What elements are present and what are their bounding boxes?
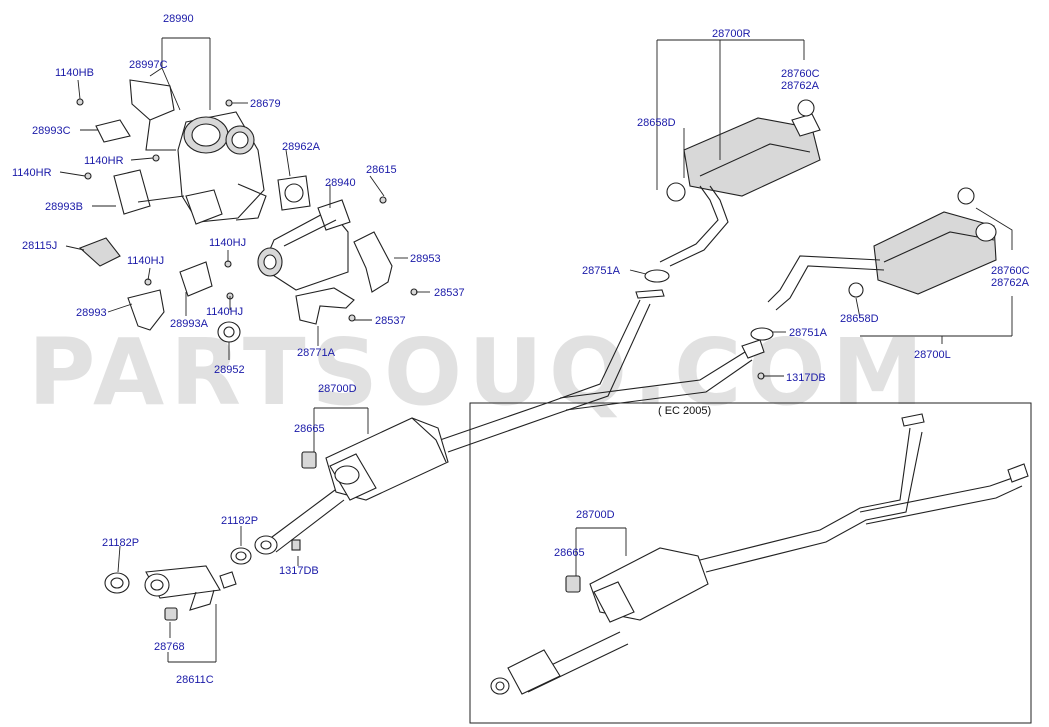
label-1140hr-a: 1140HR	[84, 155, 124, 167]
label-1140hb: 1140HB	[55, 67, 94, 79]
gasket-28962a	[277, 175, 311, 211]
watermark: PARTSOUQ.COM	[28, 319, 929, 426]
label-28700d-b: 28700D	[576, 509, 615, 521]
label-28940: 28940	[325, 177, 356, 189]
label-28990: 28990	[163, 13, 194, 25]
label-28953: 28953	[410, 253, 441, 265]
rear-muffler-left	[750, 187, 997, 341]
label-28762a-a: 28762A	[781, 80, 820, 92]
label-28679: 28679	[250, 98, 281, 110]
exhaust-manifold	[177, 111, 267, 225]
nut-28679	[225, 99, 233, 107]
label-28751a-a: 28751A	[582, 265, 621, 277]
bolt-1140hr-a	[152, 154, 160, 162]
label-1140hj-b: 1140HJ	[127, 255, 164, 267]
gasket-28952	[217, 321, 241, 343]
label-1317db-a: 1317DB	[786, 372, 826, 384]
label-28993c: 28993C	[32, 125, 71, 137]
label-28760c-b: 28760C	[991, 265, 1030, 277]
label-28997c: 28997C	[129, 59, 168, 71]
bolt-1140hb	[76, 98, 84, 106]
bracket-28993	[127, 289, 165, 331]
label-28993: 28993	[76, 307, 107, 319]
label-28993a: 28993A	[170, 318, 209, 330]
label-28751a-b: 28751A	[789, 327, 828, 339]
label-28615: 28615	[366, 164, 397, 176]
label-28771a: 28771A	[297, 347, 336, 359]
label-28665-a: 28665	[294, 423, 325, 435]
label-28611c: 28611C	[176, 674, 214, 686]
label-28537-a: 28537	[434, 287, 465, 299]
shield-28115j	[78, 237, 121, 267]
label-28962a: 28962A	[282, 141, 321, 153]
bracket-28771a	[295, 287, 355, 325]
label-1140hj-c: 1140HJ	[206, 306, 243, 318]
bracket-28993a	[179, 261, 213, 297]
inset-note: ( EC 2005)	[658, 405, 711, 417]
front-flange	[230, 535, 301, 565]
rear-muffler-right	[644, 99, 821, 283]
label-1140hr-b: 1140HR	[12, 167, 52, 179]
label-28537-b: 28537	[375, 315, 406, 327]
heat-shield-28997c	[129, 79, 176, 151]
label-1317db-b: 1317DB	[279, 565, 319, 577]
catalytic-converter	[257, 199, 351, 291]
part-labels: 28990 28997C 1140HB 28679 28993C 1140HR …	[12, 13, 1030, 686]
bolt-28537-b	[348, 314, 356, 322]
bracket-28993c	[95, 119, 131, 143]
inset-pipe	[490, 413, 1029, 695]
leader-lines	[59, 37, 1013, 663]
hanger-28665-a	[301, 451, 317, 469]
inset-frame	[469, 402, 1032, 724]
label-28993b: 28993B	[45, 201, 83, 213]
main-pipe	[267, 289, 765, 553]
label-1140hj-a: 1140HJ	[209, 237, 246, 249]
label-28762a-b: 28762A	[991, 277, 1030, 289]
label-28760c-a: 28760C	[781, 68, 820, 80]
front-pipe-assembly	[104, 565, 237, 621]
label-21182p-b: 21182P	[102, 537, 139, 549]
label-28952: 28952	[214, 364, 245, 376]
label-28665-b: 28665	[554, 547, 585, 559]
label-21182p-a: 21182P	[221, 515, 258, 527]
heat-shield-28953	[353, 231, 393, 293]
label-28700d-a: 28700D	[318, 383, 357, 395]
label-28115j: 28115J	[22, 240, 57, 252]
bolt-1140hr-b	[84, 172, 92, 180]
hanger-28665-b	[565, 575, 581, 593]
label-28658d-a: 28658D	[637, 117, 676, 129]
nut-28615	[379, 196, 387, 204]
center-muffler	[325, 417, 449, 501]
label-28700r: 28700R	[712, 28, 751, 40]
label-28700l: 28700L	[914, 349, 951, 361]
label-28658d-b: 28658D	[840, 313, 879, 325]
bracket-28993b	[113, 169, 151, 215]
label-28768: 28768	[154, 641, 185, 653]
